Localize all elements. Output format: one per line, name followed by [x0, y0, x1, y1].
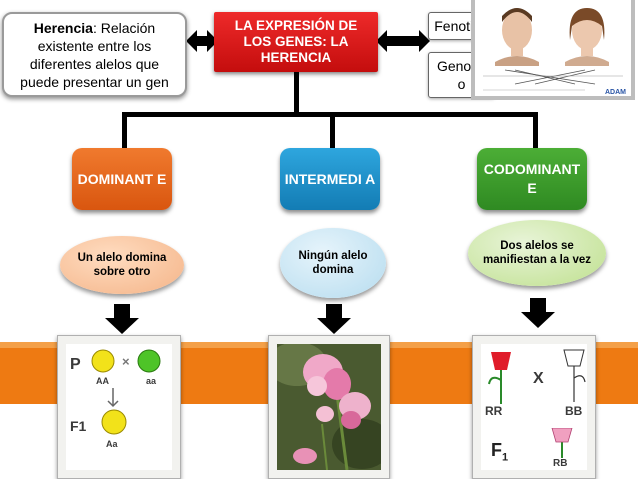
definition-term: Herencia	[33, 19, 93, 36]
green-pea-icon	[137, 349, 161, 373]
label-f1-genotype: Aa	[106, 439, 118, 449]
intermediate-flower-image-frame	[268, 335, 390, 479]
category-intermedia: INTERMEDI A	[280, 148, 380, 210]
description-dominante: Un alelo domina sobre otro	[60, 236, 184, 294]
down-arrow-left	[105, 304, 139, 334]
label-f1-generation: F1	[491, 440, 508, 464]
faces-illustration: ADAM	[475, 0, 631, 96]
label-aa-recessive: aa	[146, 376, 157, 386]
codominance-flower-image-frame: X RR BB F1 RB	[472, 335, 596, 479]
connector-center	[330, 112, 335, 150]
arrow-right-double	[376, 30, 430, 52]
faces-caption: ADAM	[605, 89, 626, 96]
arrow-left-double	[186, 30, 218, 52]
definition-box: Herencia: Relación existente entre los d…	[2, 12, 187, 97]
main-title-box: LA EXPRESIÓN DE LOS GENES: LA HERENCIA	[214, 12, 378, 72]
down-arrow-right	[521, 298, 555, 328]
category-dominante-label: DOMINANT E	[77, 170, 167, 187]
f1-yellow-pea-icon	[101, 409, 127, 435]
pink-sweet-pea-flowers	[277, 344, 381, 470]
connector-right	[533, 112, 538, 150]
yellow-pea-icon	[91, 349, 115, 373]
description-codominante-text: Dos alelos se manifiestan a la vez	[482, 240, 592, 266]
category-dominante: DOMINANT E	[72, 148, 172, 210]
category-codominante-label: CODOMINANT E	[483, 161, 581, 196]
label-rr: RR	[485, 404, 503, 418]
label-rb: RB	[553, 458, 568, 469]
white-flower-icon	[563, 349, 586, 402]
description-codominante: Dos alelos se manifiestan a la vez	[468, 220, 606, 286]
label-p: P	[70, 356, 81, 373]
label-cross: ×	[122, 354, 130, 369]
dominance-pea-image-frame: P × AA aa F1 Aa	[57, 335, 181, 479]
pink-flower-icon	[551, 428, 573, 458]
label-f1-subscript: 1	[502, 451, 509, 464]
label-bb: BB	[565, 404, 583, 418]
down-arrow-center	[317, 304, 351, 334]
category-intermedia-label: INTERMEDI A	[284, 170, 376, 187]
red-flower-icon	[488, 352, 511, 404]
small-down-arrow-icon	[107, 388, 119, 408]
description-intermedia-text: Ningún alelo domina	[298, 250, 368, 276]
description-dominante-text: Un alelo domina sobre otro	[77, 252, 167, 278]
label-f1: F1	[70, 418, 87, 434]
label-aa-dominant: AA	[96, 376, 109, 386]
definition-text: : Relación existente entre los diferente…	[20, 19, 169, 90]
connector-vertical-main	[294, 72, 299, 114]
description-intermedia: Ningún alelo domina	[280, 228, 386, 298]
main-title: LA EXPRESIÓN DE LOS GENES: LA HERENCIA	[234, 18, 358, 65]
faces-inheritance-image: ADAM	[471, 0, 635, 100]
label-f1-letter: F	[491, 440, 502, 460]
category-codominante: CODOMINANT E	[477, 148, 587, 210]
connector-left	[122, 112, 127, 150]
label-x: X	[533, 370, 544, 387]
